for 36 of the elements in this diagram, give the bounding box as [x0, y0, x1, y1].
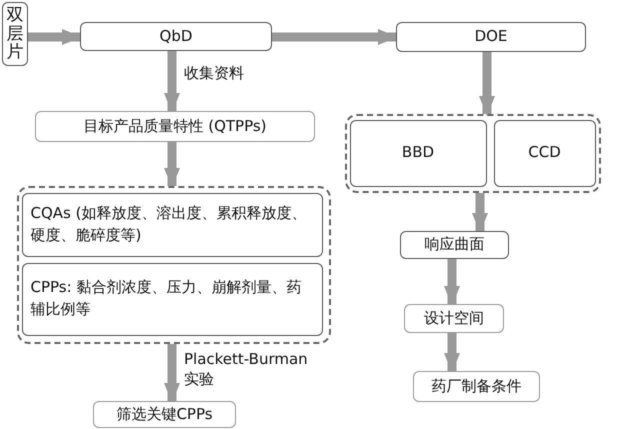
arrow: [472, 193, 488, 233]
process-box: [396, 22, 586, 52]
arrow: [164, 344, 180, 403]
arrow: [28, 29, 82, 45]
box-label: 响应曲面: [424, 234, 484, 256]
arrow: [272, 29, 398, 45]
box-label: CQAs (如释放度、溶出度、累积释放度、硬度、脆碎度等): [30, 202, 308, 246]
dashed-group-frame: [345, 114, 601, 193]
box-label: 双层片: [6, 6, 24, 62]
process-box: [400, 231, 509, 259]
process-box: [35, 111, 315, 142]
arrow: [164, 142, 180, 188]
box-label: 目标产品质量特性 (QTPPs): [83, 116, 267, 137]
process-box: [22, 192, 322, 256]
process-box: [2, 2, 28, 66]
box-label: 筛选关键CPPs: [116, 404, 213, 425]
arrow: [444, 333, 460, 373]
process-box: [404, 304, 504, 333]
box-label: CCD: [528, 142, 561, 164]
process-box: [494, 120, 596, 186]
dashed-group-frame: [17, 186, 331, 344]
box-label: QbD: [160, 26, 192, 47]
process-box: [350, 120, 486, 186]
arrow: [444, 259, 460, 306]
box-label: DOE: [474, 26, 508, 48]
arrow: [479, 52, 495, 116]
process-box: [93, 401, 236, 428]
box-label: CPPs: 黏合剂浓度、压力、崩解剂量、药辅比例等: [30, 277, 302, 320]
process-box: [22, 262, 322, 336]
edge-label: 收集资料: [184, 64, 244, 84]
arrow: [164, 51, 180, 113]
box-label: 药厂制备条件: [432, 376, 522, 397]
box-label: BBD: [402, 142, 434, 164]
process-box: [80, 22, 272, 51]
process-box: [413, 371, 540, 402]
box-label: 设计空间: [424, 308, 484, 329]
